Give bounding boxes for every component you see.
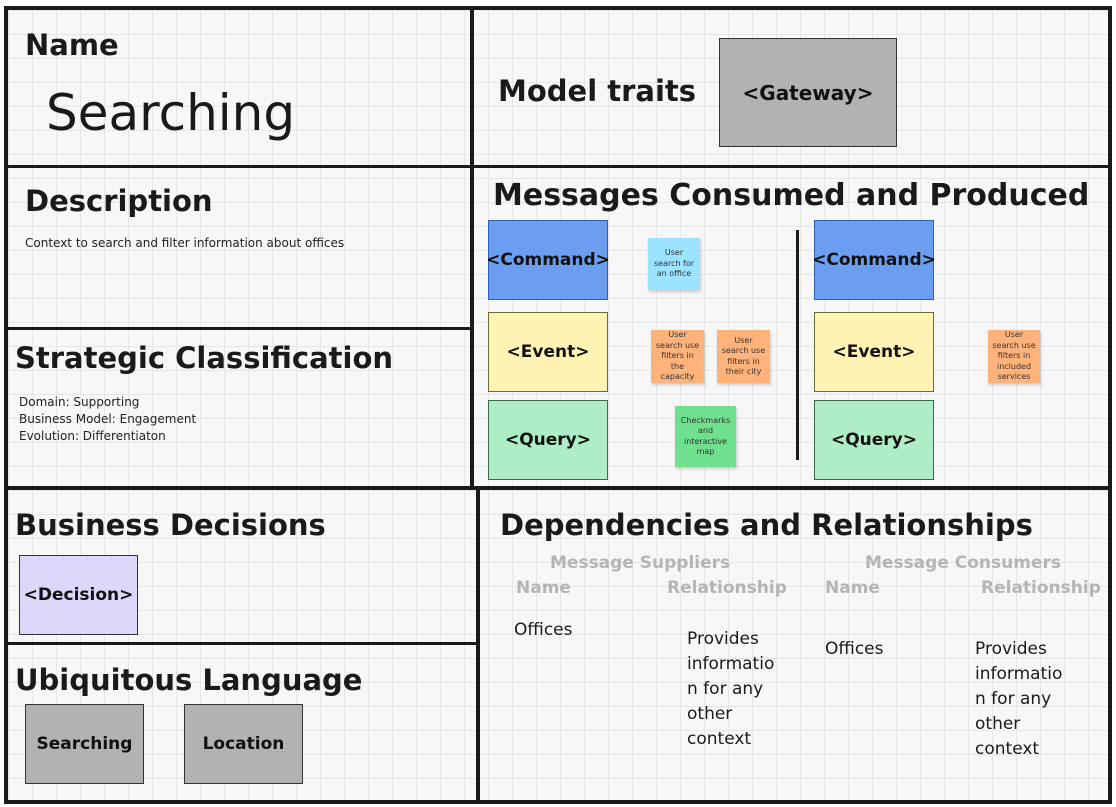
business-decisions-heading: Business Decisions [15,508,326,542]
consumed-event-box[interactable]: <Event> [488,312,608,392]
divider-row-1 [6,165,1110,168]
message-suppliers-heading: Message Suppliers [550,553,731,573]
term-searching[interactable]: Searching [25,704,144,784]
sticky-note-produced-event[interactable]: User search use filters in included serv… [988,330,1040,383]
divider-consumed-produced [796,230,799,460]
consumer-relationship-line: informatio [975,664,1063,684]
strategic-classification-heading: Strategic Classification [15,341,394,375]
decision-box[interactable]: <Decision> [19,555,138,635]
consumed-query-box[interactable]: <Query> [488,400,608,480]
strategic-domain: Domain: Supporting [19,395,140,409]
model-traits-heading: Model traits [498,74,697,108]
supplier-relationship-line: other [687,704,733,724]
supplier-relationship: Provides informatio n for any other cont… [687,627,774,752]
description-text: Context to search and filter information… [25,236,345,250]
ubiquitous-language-heading: Ubiquitous Language [15,663,363,697]
messages-heading: Messages Consumed and Produced [493,178,1090,213]
name-heading: Name [25,28,119,62]
supplier-relationship-line: context [687,729,752,749]
supplier-name: Offices [514,620,573,640]
sticky-note-event-capacity[interactable]: User search use filters in the capacity [651,330,704,383]
sticky-note-event-city[interactable]: User search use filters in their city [717,330,770,383]
supplier-relationship-line: n for any [687,679,764,699]
sticky-note-command[interactable]: User search for an office [648,238,700,290]
suppliers-name-column: Name [516,578,571,598]
consumer-relationship-line: Provides [975,639,1047,659]
consumer-relationship-line: other [975,714,1021,734]
description-heading: Description [25,184,213,218]
strategic-business-model: Business Model: Engagement [19,412,197,426]
message-consumers-heading: Message Consumers [865,553,1061,573]
produced-query-box[interactable]: <Query> [814,400,934,480]
gateway-trait-box[interactable]: <Gateway> [719,38,897,147]
divider-description-strategic [6,327,474,330]
divider-vertical-top [470,8,474,490]
consumers-relationship-column: Relationship [981,578,1101,598]
consumer-relationship: Provides informatio n for any other cont… [975,637,1062,762]
sticky-note-query[interactable]: Checkmarks and interactive map [675,406,736,467]
suppliers-relationship-column: Relationship [667,578,787,598]
term-location[interactable]: Location [184,704,303,784]
context-name: Searching [46,84,296,142]
dependencies-heading: Dependencies and Relationships [500,508,1033,542]
supplier-relationship-line: informatio [687,654,775,674]
divider-decisions-language [6,642,478,645]
produced-event-box[interactable]: <Event> [814,312,934,392]
divider-vertical-bottom [476,488,480,802]
divider-row-3 [6,486,1110,490]
strategic-evolution: Evolution: Differentiaton [19,429,166,443]
consumed-command-box[interactable]: <Command> [486,220,610,300]
supplier-relationship-line: Provides [687,629,759,649]
consumer-relationship-line: context [975,739,1040,759]
consumer-relationship-line: n for any [975,689,1052,709]
consumers-name-column: Name [825,578,880,598]
consumer-name: Offices [825,639,884,659]
produced-command-box[interactable]: <Command> [812,220,936,300]
